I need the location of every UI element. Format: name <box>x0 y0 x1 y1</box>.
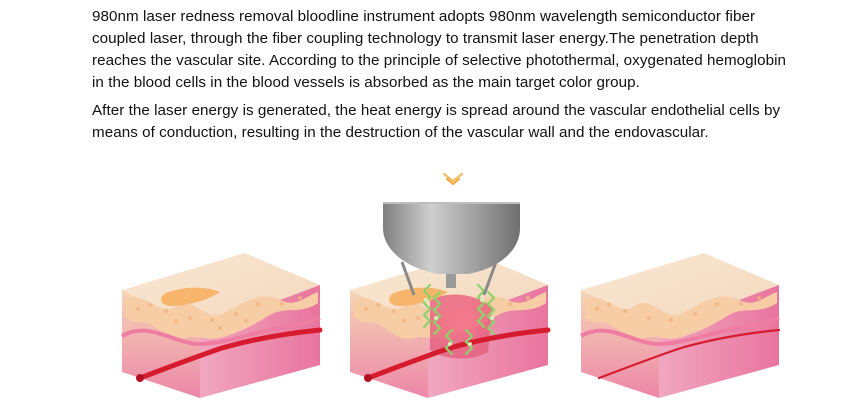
intro-paragraph: 980nm laser redness removal bloodline in… <box>92 8 787 91</box>
laser-handpiece-icon <box>383 202 520 296</box>
description-text: 980nm laser redness removal bloodline in… <box>92 6 792 144</box>
mechanism-paragraph: After the laser energy is generated, the… <box>92 102 781 141</box>
skin-after-treatment <box>580 253 781 398</box>
chevron-down-icon <box>442 172 464 185</box>
skin-before-treatment <box>121 253 323 398</box>
skin-during-laser-treatment <box>350 253 551 398</box>
